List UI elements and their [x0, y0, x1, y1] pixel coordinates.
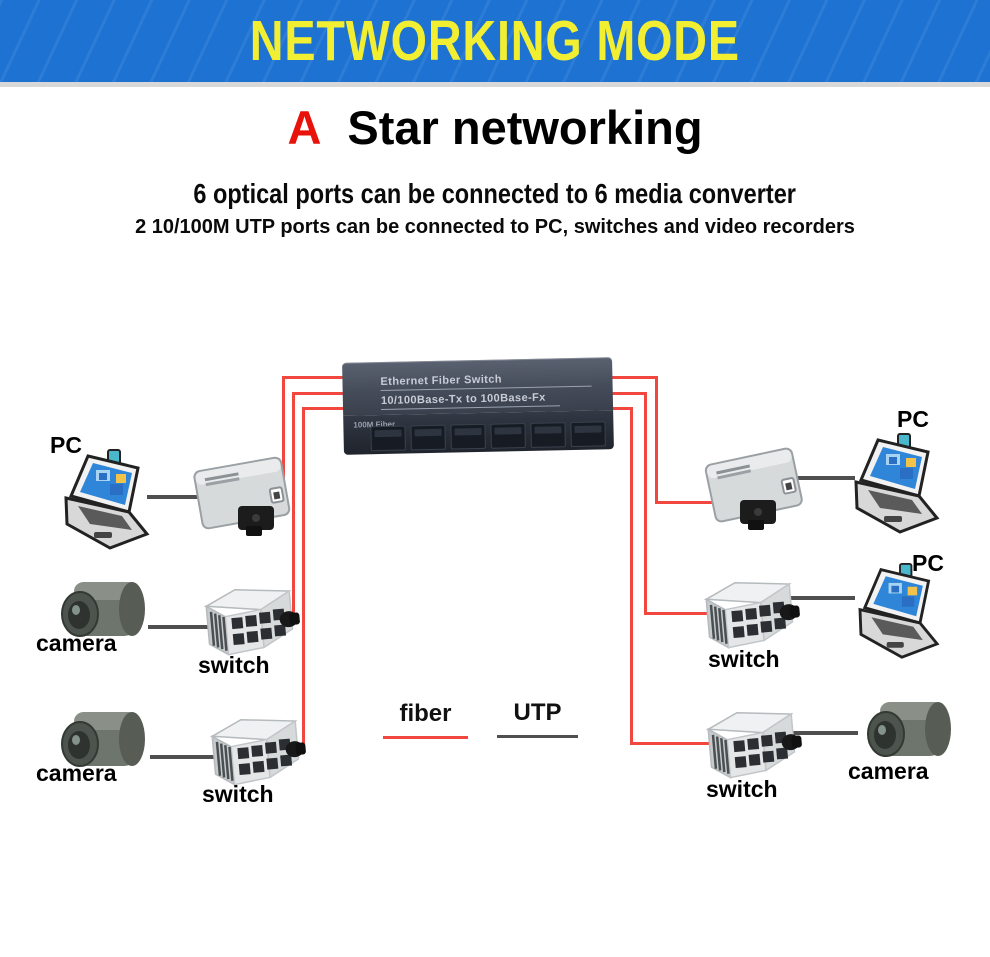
label-pc-mid-right: PC	[912, 550, 944, 576]
label-camera-mid-left: camera	[36, 630, 117, 656]
fiber-switch-top-face: Ethernet Fiber Switch 10/100Base-Tx to 1…	[342, 357, 614, 416]
legend-fiber-line	[383, 736, 468, 739]
switch-icon	[690, 576, 800, 661]
utp-wire-camera-bottom-left	[150, 755, 220, 759]
fiber-switch-name-label: Ethernet Fiber Switch	[380, 371, 593, 392]
fiber-wire-right-3	[630, 407, 633, 745]
fiber-port-icon	[570, 421, 606, 448]
fiber-wire-right-3	[630, 742, 713, 745]
subtitle-optical-ports: 6 optical ports can be connected to 6 me…	[193, 178, 797, 209]
page-title: A Star networking	[0, 100, 990, 155]
utp-wire-camera-mid-left	[148, 625, 215, 629]
legend-utp-line	[497, 735, 578, 738]
laptop-icon	[848, 432, 948, 537]
label-switch-bottom-left: switch	[202, 781, 274, 807]
fiber-wire-right-2	[644, 392, 647, 615]
laptop-icon	[850, 562, 950, 662]
fiber-wire-left-2	[292, 392, 346, 395]
subtitle-utp-ports: 2 10/100M UTP ports can be connected to …	[135, 216, 855, 238]
page-title-text: Star networking	[347, 101, 703, 154]
fiber-port-icon	[370, 425, 406, 452]
fiber-switch-spec-label: 10/100Base-Tx to 100Base-Fx	[380, 391, 560, 411]
media-converter-icon	[186, 448, 298, 540]
label-pc-top-left: PC	[50, 432, 82, 458]
camera-icon	[858, 696, 956, 768]
banner-underline	[0, 82, 990, 87]
label-switch-bottom-right: switch	[706, 776, 778, 802]
switch-icon	[196, 713, 306, 798]
fiber-port-icon	[490, 423, 526, 449]
utp-wire-camera-bottom-right	[790, 731, 858, 735]
fiber-switch-front-face: 100M Fiber	[343, 410, 614, 455]
ethernet-fiber-switch-device: Ethernet Fiber Switch 10/100Base-Tx to 1…	[342, 357, 614, 455]
fiber-port-icon	[410, 424, 446, 451]
label-pc-top-right: PC	[897, 406, 929, 432]
fiber-wire-left-2	[292, 392, 295, 624]
fiber-wire-right-1	[610, 376, 658, 379]
fiber-port-icon	[450, 423, 486, 450]
utp-wire-pc-top-right	[775, 476, 855, 480]
label-camera-bottom-right: camera	[848, 758, 929, 784]
fiber-wire-right-2	[610, 392, 647, 395]
fiber-wire-left-3	[302, 407, 305, 754]
label-switch-mid-right: switch	[708, 646, 780, 672]
fiber-port-icon	[530, 422, 566, 448]
fiber-wire-right-1	[655, 376, 658, 504]
banner-title: NETWORKING MODE	[249, 9, 741, 73]
camera-icon	[52, 706, 150, 778]
utp-wire-pc-top-left	[147, 495, 207, 499]
page-title-prefix: A	[287, 101, 322, 154]
camera-icon	[52, 576, 150, 648]
banner: NETWORKING MODE	[0, 0, 990, 82]
label-switch-mid-left: switch	[198, 652, 270, 678]
label-camera-bottom-left: camera	[36, 760, 117, 786]
fiber-wire-left-1	[282, 376, 346, 379]
fiber-wire-right-3	[610, 407, 633, 410]
fiber-wire-left-3	[302, 407, 346, 410]
utp-wire-pc-mid-right	[788, 596, 855, 600]
switch-icon	[692, 706, 802, 791]
fiber-wire-left-1	[282, 376, 285, 515]
switch-icon	[190, 583, 300, 668]
legend-fiber-label: fiber	[399, 700, 452, 727]
fiber-wire-right-2	[644, 612, 708, 615]
media-converter-icon	[698, 440, 810, 535]
laptop-icon	[58, 448, 158, 553]
legend-utp-label: UTP	[513, 699, 562, 726]
fiber-wire-right-1	[655, 501, 748, 504]
